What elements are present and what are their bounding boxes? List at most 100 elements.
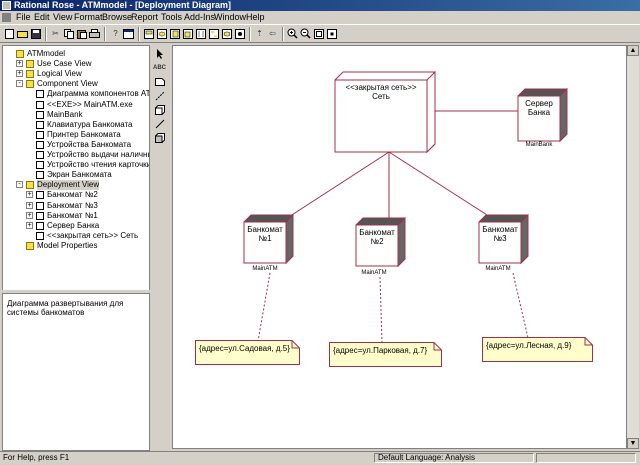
- note-address-1[interactable]: {адрес=ул.Садовая, д.5}: [195, 340, 300, 365]
- app-icon[interactable]: [2, 1, 11, 10]
- zoom-out-icon[interactable]: [300, 28, 311, 39]
- component-icon: [36, 110, 44, 119]
- menu-help[interactable]: Help: [246, 12, 265, 22]
- connection-network-atm3[interactable]: [388, 151, 499, 223]
- tree-item-label: MainBank: [47, 109, 83, 119]
- note-anchor-3[interactable]: [512, 272, 529, 339]
- undo-fit-icon[interactable]: [326, 28, 337, 39]
- model-icon: [16, 50, 24, 58]
- save-icon[interactable]: [30, 28, 41, 39]
- title-bar: Rational Rose - ATMmodel - [Deployment D…: [0, 0, 640, 11]
- statechart-icon[interactable]: [221, 28, 232, 39]
- node-atm-2[interactable]: Банкомат №2: [355, 216, 406, 268]
- tree-item-label: Deployment View: [37, 180, 100, 191]
- selection-arrow-icon[interactable]: [154, 48, 165, 59]
- diagram-vertical-scrollbar[interactable]: ▲ ▼: [627, 45, 639, 449]
- component-icon: [36, 100, 44, 109]
- collapse-icon[interactable]: -: [16, 80, 23, 88]
- atm3-line2: №3: [493, 234, 507, 243]
- open-icon[interactable]: [17, 28, 28, 39]
- zoom-in-icon[interactable]: [287, 28, 298, 39]
- main-toolbar: ✂ ? ⇡ ⇦: [0, 24, 640, 43]
- new-icon[interactable]: [4, 28, 15, 39]
- sequence-diagram-icon[interactable]: [195, 28, 206, 39]
- scroll-down-arrow-icon[interactable]: ▼: [627, 438, 639, 449]
- component-icon: [36, 161, 44, 170]
- component-diagram-icon[interactable]: [169, 28, 180, 39]
- text-box-icon[interactable]: ABC: [153, 64, 166, 71]
- scroll-up-arrow-icon[interactable]: ▲: [627, 45, 639, 56]
- tree-item-label: Logical View: [37, 69, 82, 79]
- menu-edit[interactable]: Edit: [34, 12, 50, 22]
- expand-icon[interactable]: +: [26, 201, 33, 209]
- help-icon[interactable]: ?: [113, 29, 118, 38]
- atm2-line2: №2: [370, 237, 384, 246]
- connection-icon[interactable]: [154, 118, 165, 129]
- use-case-diagram-icon[interactable]: [156, 28, 167, 39]
- expand-icon[interactable]: +: [26, 221, 33, 229]
- diagram-icon: [36, 90, 44, 99]
- browser-tree[interactable]: ATMmodel+Use Case View+Logical View-Comp…: [2, 45, 150, 291]
- cut-icon[interactable]: ✂: [52, 29, 59, 38]
- anchor-note-icon[interactable]: [154, 90, 165, 101]
- expand-icon[interactable]: +: [26, 211, 33, 219]
- note-anchor-2[interactable]: [379, 276, 383, 344]
- tree-item-label: Сервер Банка: [47, 220, 100, 230]
- menu-tools[interactable]: Tools: [161, 12, 183, 22]
- node-atm-1[interactable]: Банкомат №1: [243, 213, 294, 265]
- print-icon[interactable]: [89, 28, 100, 39]
- browse-icon[interactable]: [123, 28, 134, 39]
- node-bank-server[interactable]: Сервер Банка: [517, 87, 568, 143]
- deployment-diagram-icon[interactable]: [182, 28, 193, 39]
- class-diagram-icon[interactable]: [143, 28, 154, 39]
- activity-diagram-icon[interactable]: [234, 28, 245, 39]
- navigate-back-icon[interactable]: ⇦: [269, 29, 276, 38]
- component-icon: [36, 140, 44, 149]
- node-atm-3[interactable]: Банкомат №3: [478, 213, 529, 265]
- navigate-up-icon[interactable]: ⇡: [256, 29, 263, 38]
- note-anchor-1[interactable]: [257, 272, 271, 342]
- atm3-line1: Банкомат: [482, 225, 518, 234]
- menu-view[interactable]: View: [53, 12, 73, 22]
- menu-window[interactable]: Window: [214, 12, 247, 22]
- menu-browse[interactable]: Browse: [102, 12, 133, 22]
- note-icon[interactable]: [154, 76, 165, 87]
- expand-icon[interactable]: +: [16, 60, 23, 68]
- tree-item-label: Устройства Банкомата: [47, 139, 132, 149]
- folder-icon: [26, 70, 34, 79]
- menu-file[interactable]: File: [16, 12, 31, 22]
- tree-item-label: Клавиатура Банкомата: [47, 119, 133, 129]
- menu-add-ins[interactable]: Add-Ins: [184, 12, 216, 22]
- note-address-3[interactable]: {адрес=ул.Лесная, д.9}: [482, 337, 593, 362]
- processor-icon[interactable]: [154, 104, 165, 115]
- node-icon: [36, 231, 44, 240]
- expand-icon[interactable]: +: [16, 70, 23, 78]
- bank-line1: Сервер: [525, 99, 553, 108]
- pane-splitter[interactable]: [2, 290, 150, 293]
- tree-item-label: <<EXE>> MainATM.exe: [47, 99, 133, 109]
- tree-item-label: Экран Банкомата: [47, 170, 112, 180]
- note-3-text: {адрес=ул.Лесная, д.9}: [486, 341, 572, 350]
- connection-network-atm1[interactable]: [280, 151, 390, 223]
- collapse-icon[interactable]: -: [16, 181, 23, 189]
- menu-report[interactable]: Report: [131, 12, 159, 22]
- expand-icon[interactable]: +: [26, 191, 33, 199]
- collaboration-diagram-icon[interactable]: [208, 28, 219, 39]
- deployment-diagram-canvas[interactable]: <<закрытая сеть>> Сеть Сервер Банка Main…: [172, 45, 627, 449]
- paste-icon[interactable]: [76, 28, 87, 39]
- document-menu-icon[interactable]: [2, 13, 11, 22]
- status-language: Default Language: Analysis: [378, 453, 475, 462]
- note-address-2[interactable]: {адрес=ул.Парковая, д.7}: [329, 342, 442, 367]
- status-help-text: For Help, press F1: [3, 453, 70, 462]
- node-icon: [36, 191, 44, 200]
- node-network[interactable]: <<закрытая сеть>> Сеть: [334, 70, 436, 154]
- atm2-line1: Банкомат: [359, 228, 395, 237]
- device-icon[interactable]: [154, 132, 165, 143]
- copy-icon[interactable]: [63, 28, 74, 39]
- menu-format[interactable]: Format: [74, 12, 103, 22]
- atm1-line2: №1: [258, 234, 272, 243]
- deployment-icon: [26, 181, 34, 190]
- documentation-pane[interactable]: Диаграмма развертывания для системы банк…: [2, 293, 150, 451]
- fit-window-icon[interactable]: [313, 28, 324, 39]
- folder-icon: [26, 60, 34, 69]
